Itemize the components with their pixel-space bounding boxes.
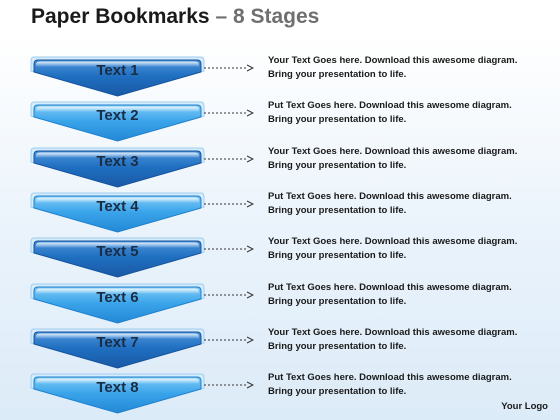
stage-row: Text 8 Put Text Goes here. Download this… bbox=[0, 371, 560, 417]
bookmark-highlight bbox=[36, 288, 199, 294]
logo-text: Your Logo bbox=[501, 401, 548, 412]
bookmark-label: Text 1 bbox=[96, 62, 139, 79]
description-line-2: Bring your presentation to life. bbox=[268, 69, 407, 80]
bookmark-icon bbox=[30, 101, 205, 142]
dashed-arrow-icon bbox=[204, 381, 254, 389]
title-separator: – bbox=[215, 5, 228, 28]
bookmark-highlight bbox=[36, 242, 199, 249]
bookmark-highlight bbox=[36, 197, 199, 203]
bookmark-shape: Text 2 bbox=[30, 99, 205, 145]
bookmark-icon bbox=[30, 147, 205, 188]
description-line-2: Bring your presentation to life. bbox=[268, 114, 407, 126]
bookmark-label: Text 8 bbox=[96, 379, 139, 397]
bookmark-label: Text 4 bbox=[96, 197, 139, 215]
description-line-2: Bring your presentation to life. bbox=[268, 159, 407, 171]
bookmark-shape: Text 7 bbox=[30, 326, 205, 372]
arrowhead bbox=[246, 336, 254, 344]
title-main: Paper Bookmarks bbox=[31, 5, 210, 28]
bookmark-highlight bbox=[36, 378, 199, 385]
bookmark-icon bbox=[30, 328, 205, 369]
arrowhead bbox=[246, 245, 254, 253]
description-line-1: Your Text Goes here. Download this aweso… bbox=[268, 326, 518, 338]
description-line-2: Bring your presentation to life. bbox=[268, 386, 407, 398]
bookmark-label: Text 7 bbox=[96, 333, 139, 351]
stage-row: Text 1 Your Text Goes here. Download thi… bbox=[0, 54, 560, 100]
arrowhead bbox=[246, 155, 254, 163]
title-subtitle: 8 Stages bbox=[232, 5, 320, 28]
stage-row: Text 7 Your Text Goes here. Download thi… bbox=[0, 326, 560, 372]
bookmark-label: Text 2 bbox=[96, 107, 139, 125]
bookmark-body bbox=[33, 240, 202, 278]
bookmark-body bbox=[33, 331, 202, 369]
stage-description: Put Text Goes here. Download this awesom… bbox=[268, 190, 548, 218]
bookmark-icon bbox=[30, 56, 205, 97]
arrowhead bbox=[246, 200, 254, 208]
description-line-1: Your Text Goes here. Download this aweso… bbox=[268, 236, 518, 248]
arrowhead bbox=[246, 64, 254, 72]
bookmark-shape: Text 6 bbox=[30, 281, 205, 327]
bookmark-icon bbox=[30, 373, 205, 414]
bookmark-highlight bbox=[36, 106, 199, 113]
arrowhead bbox=[246, 109, 254, 117]
stage-row: Text 5 Your Text Goes here. Download thi… bbox=[0, 235, 560, 281]
bookmark-label: Text 3 bbox=[96, 152, 139, 170]
bookmark-icon bbox=[30, 237, 205, 278]
description-line-1: Your Text Goes here. Download this aweso… bbox=[268, 55, 518, 66]
bookmark-label: Text 6 bbox=[96, 288, 139, 306]
bookmark-body bbox=[33, 150, 202, 188]
stage-description: Your Text Goes here. Download this aweso… bbox=[268, 145, 548, 173]
description-line-1: Put Text Goes here. Download this awesom… bbox=[268, 190, 512, 202]
dashed-arrow-icon bbox=[204, 336, 254, 344]
stage-row: Text 4 Put Text Goes here. Download this… bbox=[0, 190, 560, 236]
bookmark-icon bbox=[30, 283, 205, 324]
bookmark-icon bbox=[30, 192, 205, 233]
description-line-1: Put Text Goes here. Download this awesom… bbox=[268, 281, 512, 293]
stage-row: Text 3 Your Text Goes here. Download thi… bbox=[0, 145, 560, 191]
description-line-2: Bring your presentation to life. bbox=[268, 295, 407, 307]
bookmark-shape: Text 3 bbox=[30, 145, 205, 191]
bookmark-highlight bbox=[36, 61, 199, 67]
stage-description: Your Text Goes here. Download this aweso… bbox=[268, 326, 548, 354]
description-line-1: Your Text Goes here. Download this aweso… bbox=[268, 145, 518, 157]
dashed-arrow-icon bbox=[204, 291, 254, 298]
description-line-2: Bring your presentation to life. bbox=[268, 204, 407, 216]
bookmark-label: Text 5 bbox=[96, 243, 139, 261]
dashed-arrow-icon bbox=[204, 64, 254, 72]
dashed-arrow-icon bbox=[204, 245, 254, 253]
bookmark-highlight bbox=[36, 152, 199, 158]
bookmark-body bbox=[33, 195, 202, 233]
stage-description: Put Text Goes here. Download this awesom… bbox=[268, 281, 548, 309]
arrowhead bbox=[246, 291, 254, 298]
bookmark-shape: Text 1 bbox=[30, 54, 205, 100]
stage-row: Text 6 Put Text Goes here. Download this… bbox=[0, 281, 560, 327]
stage-description: Put Text Goes here. Download this awesom… bbox=[268, 371, 548, 399]
description-line-1: Put Text Goes here. Download this awesom… bbox=[268, 372, 512, 384]
arrowhead bbox=[246, 381, 254, 389]
bookmark-body bbox=[33, 104, 202, 142]
description-line-1: Put Text Goes here. Download this awesom… bbox=[268, 100, 512, 112]
dashed-arrow-icon bbox=[204, 200, 254, 208]
bookmark-shape: Text 4 bbox=[30, 190, 205, 236]
bookmark-body bbox=[33, 286, 202, 324]
dashed-arrow-icon bbox=[204, 109, 254, 117]
stage-description: Your Text Goes here. Download this aweso… bbox=[268, 54, 548, 82]
stage-row: Text 2 Put Text Goes here. Download this… bbox=[0, 99, 560, 145]
bookmark-shape: Text 8 bbox=[30, 371, 205, 417]
description-line-2: Bring your presentation to life. bbox=[268, 340, 407, 352]
stage-description: Your Text Goes here. Download this aweso… bbox=[268, 235, 548, 263]
stage-description: Put Text Goes here. Download this awesom… bbox=[268, 99, 548, 127]
bookmark-highlight bbox=[36, 333, 199, 339]
bookmark-body bbox=[33, 376, 202, 414]
page-title: Paper Bookmarks – 8 Stages bbox=[31, 5, 319, 29]
description-line-2: Bring your presentation to life. bbox=[268, 250, 407, 262]
bookmark-shape: Text 5 bbox=[30, 235, 205, 281]
bookmark-body bbox=[33, 59, 202, 97]
dashed-arrow-icon bbox=[204, 155, 254, 163]
